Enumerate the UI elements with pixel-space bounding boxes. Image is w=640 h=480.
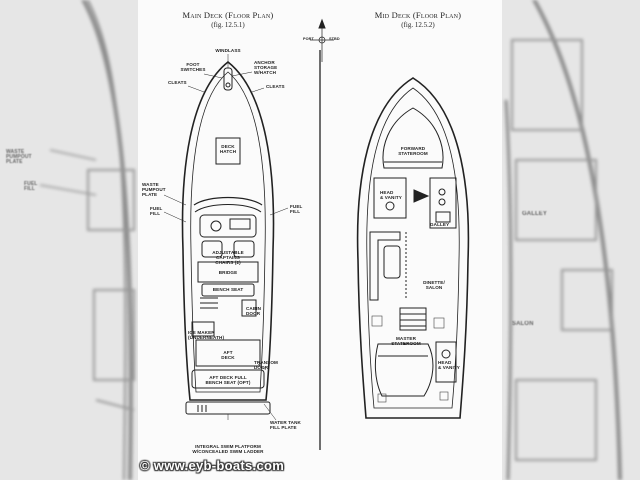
label-bench-seat: BENCH SEAT — [212, 287, 244, 292]
label-aft-deck: AFT DECK — [221, 350, 235, 361]
main-deck-title: Main Deck (Floor Plan) (fig. 12.5.1) — [158, 10, 298, 30]
label-dinette-salon: DINETTE/ SALON — [423, 280, 445, 291]
background-right-blurred: GALLEY SALON — [502, 0, 640, 480]
mid-deck-title: Mid Deck (Floor Plan) (fig. 12.5.2) — [348, 10, 488, 30]
label-ice-maker: ICE MAKER (UNDERNEATH) — [188, 330, 225, 341]
label-head-vanity-aft: HEAD & VANITY — [438, 360, 460, 371]
mid-deck-inner-hull — [366, 87, 460, 409]
label-fuel-fill-left: FUEL FILL — [150, 206, 163, 217]
bench-seat-icon — [201, 283, 255, 297]
main-deck-title-text: Main Deck (Floor Plan) — [182, 10, 274, 20]
deck-hatch-icon — [215, 137, 241, 165]
floor-plan-sheet: Main Deck (Floor Plan) (fig. 12.5.1) Mid… — [138, 0, 502, 480]
blurred-label-salon: SALON — [512, 321, 534, 327]
label-cabin-door: CABIN DOOR — [246, 306, 262, 317]
label-master-stateroom: MASTER STATEROOM — [391, 336, 421, 347]
mid-deck-fig: (fig. 12.5.2) — [401, 21, 435, 29]
floor-plan-drawing — [163, 18, 470, 450]
watermark: © www.eyb-boats.com — [140, 458, 285, 473]
main-deck-fig: (fig. 12.5.1) — [211, 21, 245, 29]
helm-console — [199, 214, 257, 238]
compass-port-label: PORT — [303, 37, 314, 41]
forward-head-compartment — [373, 177, 407, 219]
background-left-blurred: WASTE PUMPOUT PLATE FUEL FILL — [0, 0, 138, 480]
blurred-label-fuel: FUEL FILL — [24, 181, 38, 193]
main-deck-hull-outline — [181, 60, 275, 401]
blurred-label-galley: GALLEY — [522, 211, 547, 217]
blurred-hull-left — [39, 0, 135, 480]
label-anchor-storage: ANCHOR STORAGE W/HATCH — [254, 60, 278, 76]
dinette-settee — [369, 231, 401, 301]
aft-head-compartment — [435, 341, 457, 383]
label-head-vanity-fwd: HEAD & VANITY — [380, 190, 402, 201]
bridge-deck-area — [197, 261, 259, 283]
forward-berth — [382, 107, 444, 169]
label-cleats-right: CLEATS — [266, 84, 285, 89]
companionway-stairs — [399, 307, 427, 331]
label-bridge: BRIDGE — [218, 270, 238, 275]
swim-platform — [185, 401, 271, 415]
windshield — [193, 196, 263, 206]
dinette-table — [383, 245, 401, 279]
galley-counter — [429, 177, 457, 229]
mid-deck-hull-outline — [356, 77, 470, 419]
blurred-label-waste: WASTE PUMPOUT PLATE — [6, 149, 32, 166]
label-fuel-fill-right: FUEL FILL — [290, 204, 303, 215]
mid-deck-title-text: Mid Deck (Floor Plan) — [374, 10, 462, 20]
aft-deck-area — [195, 339, 261, 367]
steering-wheel-icon — [210, 220, 222, 232]
label-cleats-left: CLEATS — [168, 80, 187, 85]
compass-icon — [310, 18, 334, 62]
label-foot-switches: FOOT SWITCHES — [180, 62, 206, 73]
label-aft-bench: AFT DECK FULL BENCH SEAT (OPT) — [205, 375, 251, 386]
blurred-hull-right — [504, 0, 622, 480]
label-galley: GALLEY — [430, 222, 450, 227]
label-captains-chairs: ADJUSTABLE CAPTAINS CHAIRS (2) — [212, 250, 244, 266]
label-forward-stateroom: FORWARD STATEROOM — [398, 146, 428, 157]
master-berth — [374, 343, 434, 397]
captains-chair-right — [233, 240, 255, 258]
captains-chair-left — [201, 240, 223, 258]
cabin-door-icon — [241, 299, 257, 317]
label-windlass: WINDLASS — [215, 48, 241, 53]
label-water-tank: WATER TANK FILL PLATE — [270, 420, 301, 431]
label-transom-door: TRANSOM DOOR — [254, 360, 278, 371]
main-deck-inner-hull — [190, 71, 266, 393]
label-deck-hatch: DECK HATCH — [219, 144, 237, 155]
aft-bench-seat — [191, 369, 265, 389]
ice-maker-icon — [191, 321, 215, 337]
compass-stbd-label: STBD — [329, 37, 340, 41]
label-waste-pumpout: WASTE PUMPOUT PLATE — [142, 182, 166, 198]
label-swim-platform: INTEGRAL SWIM PLATFORM W/CONCEALED SWIM … — [192, 444, 264, 455]
